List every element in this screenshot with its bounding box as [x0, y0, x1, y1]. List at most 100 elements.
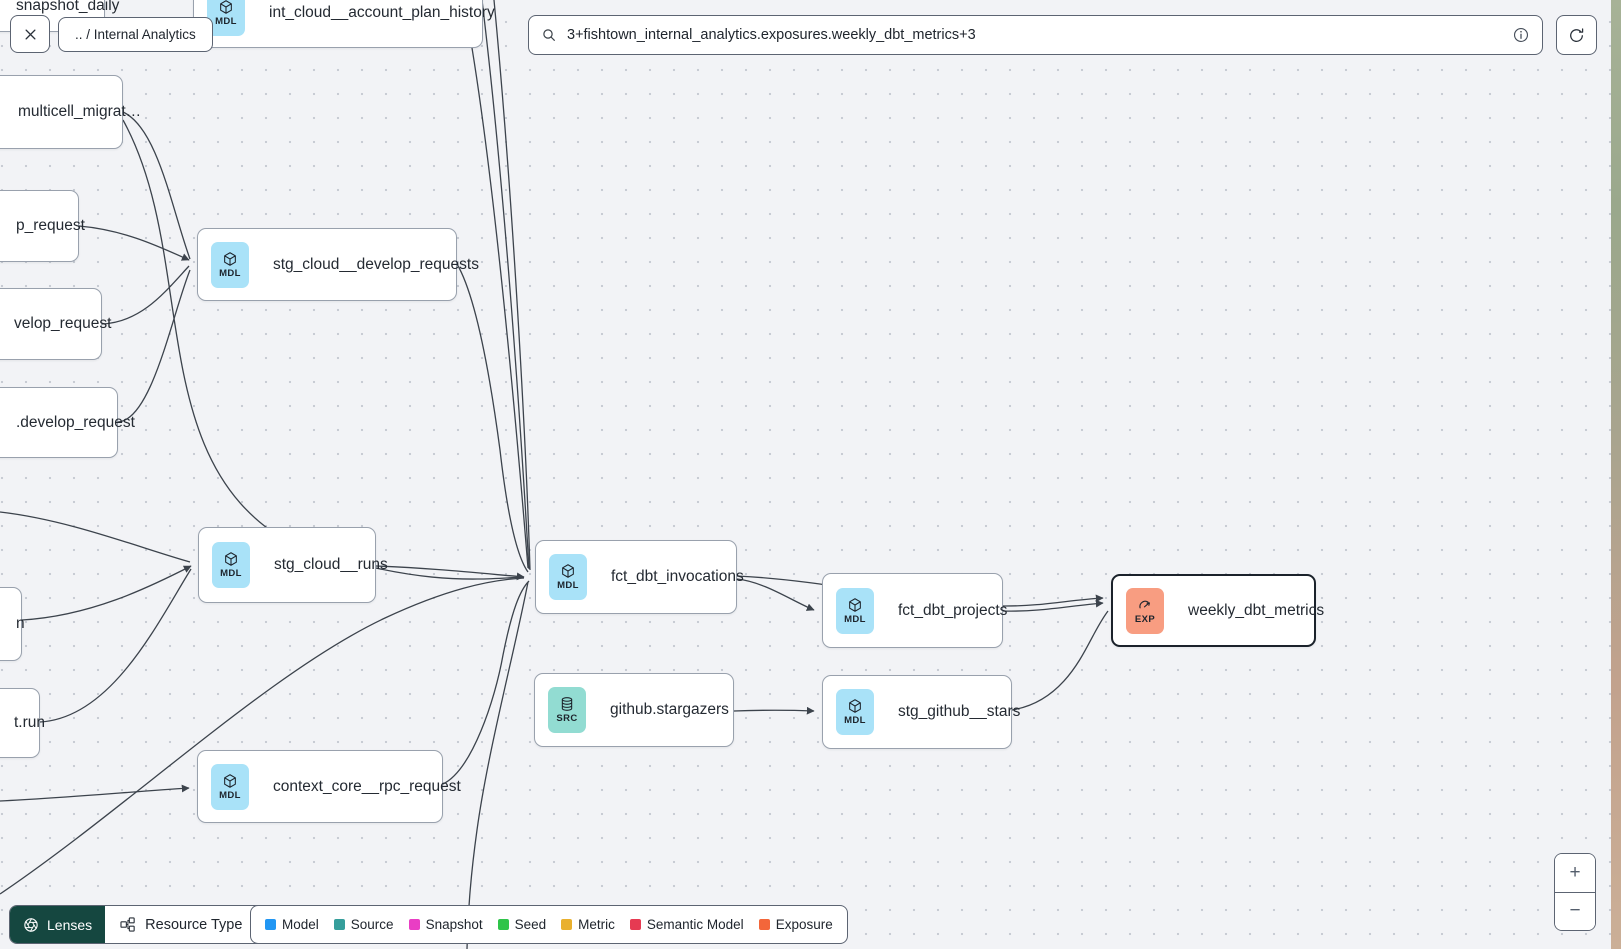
node-develop-request[interactable]: MDL .develop_request	[0, 387, 135, 458]
resource-type-label: Resource Type	[145, 916, 243, 933]
lineage-edge	[122, 111, 191, 260]
lineage-edge	[733, 706, 815, 715]
cube-icon	[847, 698, 863, 714]
node-label: p_request	[16, 217, 85, 234]
lineage-edge	[375, 565, 525, 581]
info-icon[interactable]	[1512, 26, 1530, 44]
lineage-edge	[0, 577, 525, 895]
node-multicell-migrat[interactable]: MDL multicell_migrat…	[0, 75, 141, 149]
node-type-label: MDL	[844, 613, 866, 625]
legend-color-swatch	[497, 919, 509, 930]
search-bar	[528, 15, 1543, 55]
lineage-edge	[0, 784, 190, 802]
node-type-label: MDL	[844, 715, 866, 726]
node-label: multicell_migrat…	[18, 103, 142, 120]
legend-item: Exposure	[758, 917, 833, 932]
lineage-edge	[117, 269, 191, 423]
search-input[interactable]	[567, 27, 1512, 43]
legend-item: Semantic Model	[629, 917, 744, 932]
legend-item: Source	[333, 917, 394, 932]
legend-label: Model	[282, 917, 319, 932]
zoom-in-button[interactable]: +	[1555, 854, 1595, 893]
lenses-button[interactable]: Lenses	[10, 906, 106, 943]
lineage-edge	[493, 0, 531, 571]
breadcrumb-label: .. / Internal Analytics	[75, 27, 196, 42]
legend-label: Source	[350, 917, 394, 932]
lineage-edge	[0, 511, 191, 563]
zoom-out-button[interactable]: −	[1555, 892, 1595, 930]
legend-color-swatch	[265, 919, 276, 930]
node-label: github.stargazers	[610, 701, 729, 718]
cube-icon	[222, 773, 238, 789]
node-type-label: MDL	[557, 580, 579, 591]
node-type-badge: MDL	[549, 554, 587, 600]
lineage-edge	[101, 265, 190, 325]
refresh-icon	[1568, 27, 1585, 44]
lens-control-group: Lenses Resource Type	[9, 905, 280, 944]
node-label: snapshot_daily	[16, 0, 120, 14]
cube-icon	[560, 563, 576, 579]
node-github-stargazers[interactable]: SRC github.stargazers	[534, 673, 734, 747]
cube-icon	[218, 0, 234, 15]
node-type-badge: MDL	[836, 689, 874, 735]
node-label: int_cloud__account_plan_history	[269, 4, 495, 21]
node-n-node[interactable]: MDL n	[0, 587, 25, 661]
lineage-edge	[442, 580, 530, 785]
legend-color-swatch	[333, 919, 345, 930]
node-type-label: EXP	[1134, 613, 1156, 625]
cube-icon	[223, 551, 239, 567]
legend-label: Semantic Model	[646, 917, 744, 932]
node-type-label: MDL	[220, 568, 242, 579]
node-velop-request[interactable]: MDL velop_request	[0, 288, 111, 360]
node-weekly-dbt-metrics[interactable]: EXP weekly_dbt_metrics	[1111, 574, 1324, 647]
legend-color-swatch	[758, 919, 770, 930]
legend-label: Snapshot	[425, 917, 483, 932]
breadcrumb[interactable]: .. / Internal Analytics	[58, 17, 213, 52]
cube-icon	[847, 597, 863, 613]
node-label: n	[16, 615, 25, 632]
resource-graph-icon	[119, 916, 136, 933]
desktop-wallpaper-edge	[1611, 0, 1621, 949]
lineage-edge	[21, 565, 192, 621]
node-t-run[interactable]: MDL t.run	[0, 688, 45, 758]
lineage-edge	[464, 7, 529, 569]
cube-icon	[222, 251, 238, 267]
refresh-button[interactable]	[1556, 15, 1597, 55]
legend-label: Exposure	[775, 917, 833, 932]
resource-type-dropdown[interactable]: Resource Type	[105, 906, 279, 943]
database-icon	[559, 696, 575, 712]
node-label: context_core__rpc_request	[273, 777, 461, 795]
lineage-edge	[1011, 610, 1109, 711]
zoom-controls: + −	[1554, 853, 1596, 931]
node-label: velop_request	[14, 315, 112, 332]
lineage-edge	[466, 581, 529, 949]
node-label: weekly_dbt_metrics	[1188, 601, 1325, 619]
node-stg-cloud-runs[interactable]: MDL stg_cloud__runs	[198, 527, 388, 603]
aperture-icon	[23, 917, 39, 933]
node-label: fct_dbt_projects	[898, 601, 1008, 619]
search-icon	[541, 27, 557, 43]
node-int-cloud-account-plan-history[interactable]: MDL int_cloud__account_plan_history	[193, 0, 495, 48]
close-button[interactable]	[10, 15, 50, 53]
node-label: .develop_request	[16, 413, 135, 431]
lineage-edge	[122, 119, 525, 580]
node-label: stg_cloud__runs	[274, 556, 388, 573]
node-label: stg_cloud__develop_requests	[273, 255, 479, 273]
node-fct-dbt-invocations[interactable]: MDL fct_dbt_invocations	[535, 540, 744, 614]
node-context-core-rpc-request[interactable]: MDL context_core__rpc_request	[197, 750, 461, 823]
lineage-edge	[39, 568, 192, 723]
node-label: fct_dbt_invocations	[611, 568, 744, 585]
node-type-label: SRC	[556, 713, 578, 724]
node-type-badge: MDL	[211, 763, 249, 810]
lineage-edge	[481, 0, 530, 570]
node-p-request[interactable]: MDL p_request	[0, 190, 85, 262]
node-type-badge: SRC	[548, 687, 586, 733]
node-stg-github-stars[interactable]: MDL stg_github__stars	[822, 675, 1020, 749]
legend-label: Metric	[578, 917, 615, 932]
legend-color-swatch	[408, 919, 420, 930]
node-type-label: MDL	[215, 16, 237, 27]
node-label: t.run	[14, 714, 46, 731]
node-stg-cloud-develop-requests[interactable]: MDL stg_cloud__develop_requests	[197, 228, 479, 301]
node-fct-dbt-projects[interactable]: MDL fct_dbt_projects	[822, 573, 1007, 648]
